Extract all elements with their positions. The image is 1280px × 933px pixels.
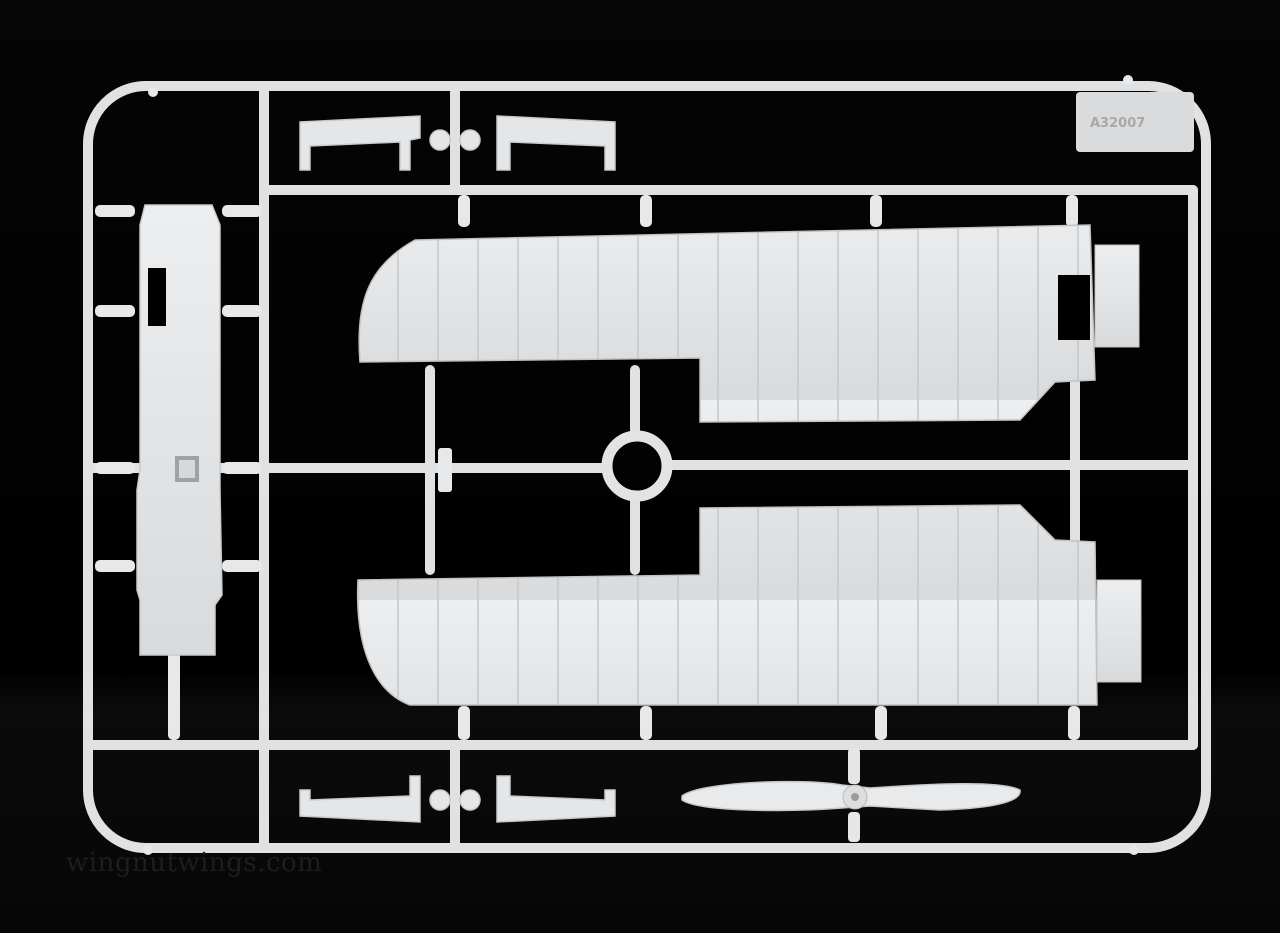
propeller-part — [681, 748, 1021, 842]
center-ring — [601, 430, 673, 502]
small-parts-bottom — [299, 775, 616, 823]
small-parts-top — [299, 115, 616, 171]
watermark-text: wingnutwings.com — [66, 848, 323, 878]
part-number-tag — [1076, 92, 1194, 152]
upper-wing-part — [358, 224, 1140, 423]
lower-wing-part — [356, 504, 1142, 706]
part-number-label: A32007 — [1090, 116, 1146, 131]
fuselage-strip-part — [136, 204, 223, 656]
sprue-frame — [83, 81, 1211, 853]
sprue-gates — [95, 75, 1139, 855]
